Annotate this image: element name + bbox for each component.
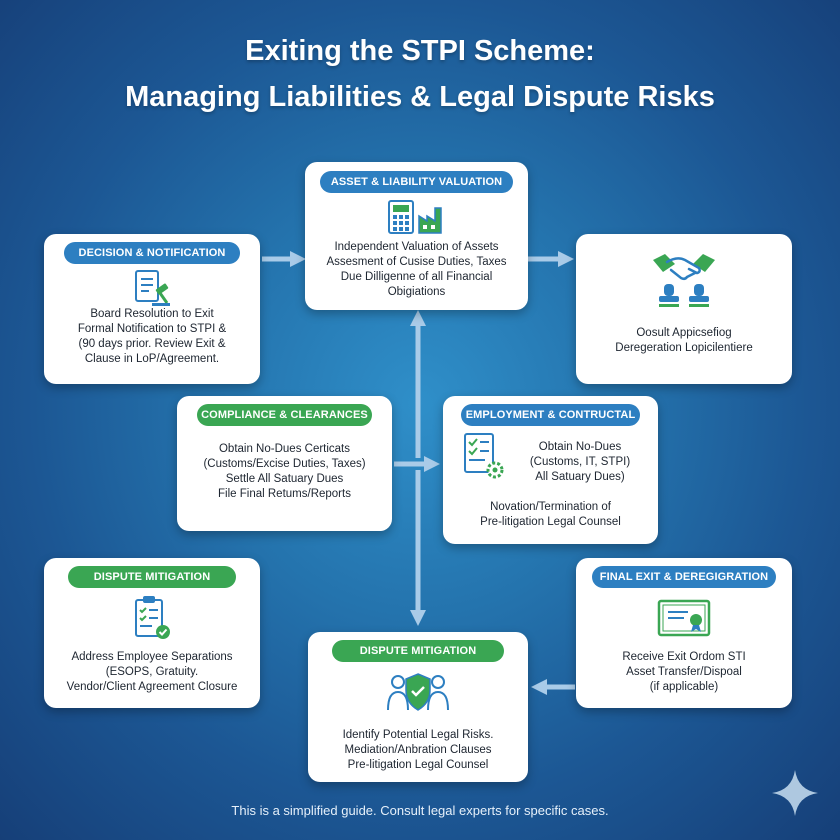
- title-line-1: Exiting the STPI Scheme:: [245, 35, 595, 67]
- footer-disclaimer: This is a simplified guide. Consult lega…: [231, 803, 609, 818]
- text-dispute-mitigation-center: Identify Potential Legal Risks. Mediatio…: [342, 729, 494, 771]
- text-dispute-mitigation-left: Address Employee Separations (ESOPS, Gra…: [66, 651, 238, 693]
- label-employment-contractual: EMPLOYMENT & CONTRUCTAL: [461, 404, 640, 426]
- sparkle-icon: [772, 770, 818, 816]
- label-dispute-mitigation-center: DISPUTE MITIGATION: [332, 640, 504, 662]
- card-final-exit: FINAL EXIT & DEREGIGRATION Receive Exit …: [576, 558, 792, 708]
- handshake-stamps-icon: [653, 254, 715, 307]
- people-shield-icon: [387, 673, 449, 711]
- card-decision-notification: DECISION & NOTIFICATION Board Resolution…: [44, 234, 260, 384]
- text-consult-deregistration: Oosult Appicsefiog Deregeration Lopicile…: [615, 327, 753, 354]
- card-dispute-mitigation-center: DISPUTE MITIGATION Identify Potential Le…: [308, 632, 528, 782]
- label-decision-notification: DECISION & NOTIFICATION: [64, 242, 240, 264]
- page-title: Exiting the STPI Scheme: Managing Liabil…: [0, 28, 840, 120]
- text-compliance-clearances: Obtain No-Dues Certicats (Customs/Excise…: [203, 443, 366, 500]
- card-asset-liability-valuation: ASSET & LIABILITY VALUATION Independent …: [305, 162, 528, 310]
- document-gavel-icon: [135, 270, 170, 306]
- text-decision-notification: Board Resolution to Exit Formal Notifica…: [77, 308, 227, 365]
- card-dispute-mitigation-left: DISPUTE MITIGATION Address Employee Sepa…: [44, 558, 260, 708]
- text-final-exit: Receive Exit Ordom STI Asset Transfer/Di…: [622, 651, 746, 693]
- label-dispute-mitigation-left: DISPUTE MITIGATION: [68, 566, 236, 588]
- card-consult-deregistration: Oosult Appicsefiog Deregeration Lopicile…: [576, 234, 792, 384]
- checklist-gear-icon: [464, 433, 504, 479]
- text-employment-bottom: Novation/Termination of Pre-litigation L…: [480, 501, 621, 528]
- card-compliance-clearances: COMPLIANCE & CLEARANCES Obtain No-Dues C…: [177, 396, 392, 531]
- label-asset-liability-valuation: ASSET & LIABILITY VALUATION: [320, 171, 513, 193]
- title-line-2: Managing Liabilities & Legal Dispute Ris…: [125, 81, 715, 113]
- clipboard-check-icon: [135, 596, 170, 639]
- label-final-exit: FINAL EXIT & DEREGIGRATION: [592, 566, 776, 588]
- calculator-factory-icon: [388, 200, 442, 234]
- text-employment-right: Obtain No-Dues (Customs, IT, STPI) All S…: [529, 441, 631, 483]
- label-compliance-clearances: COMPLIANCE & CLEARANCES: [197, 404, 372, 426]
- text-asset-liability-valuation: Independent Valuation of Assets Assesmen…: [326, 241, 507, 298]
- certificate-icon: [657, 599, 711, 637]
- card-employment-contractual: EMPLOYMENT & CONTRUCTAL Obtain No-Dues (…: [443, 396, 658, 544]
